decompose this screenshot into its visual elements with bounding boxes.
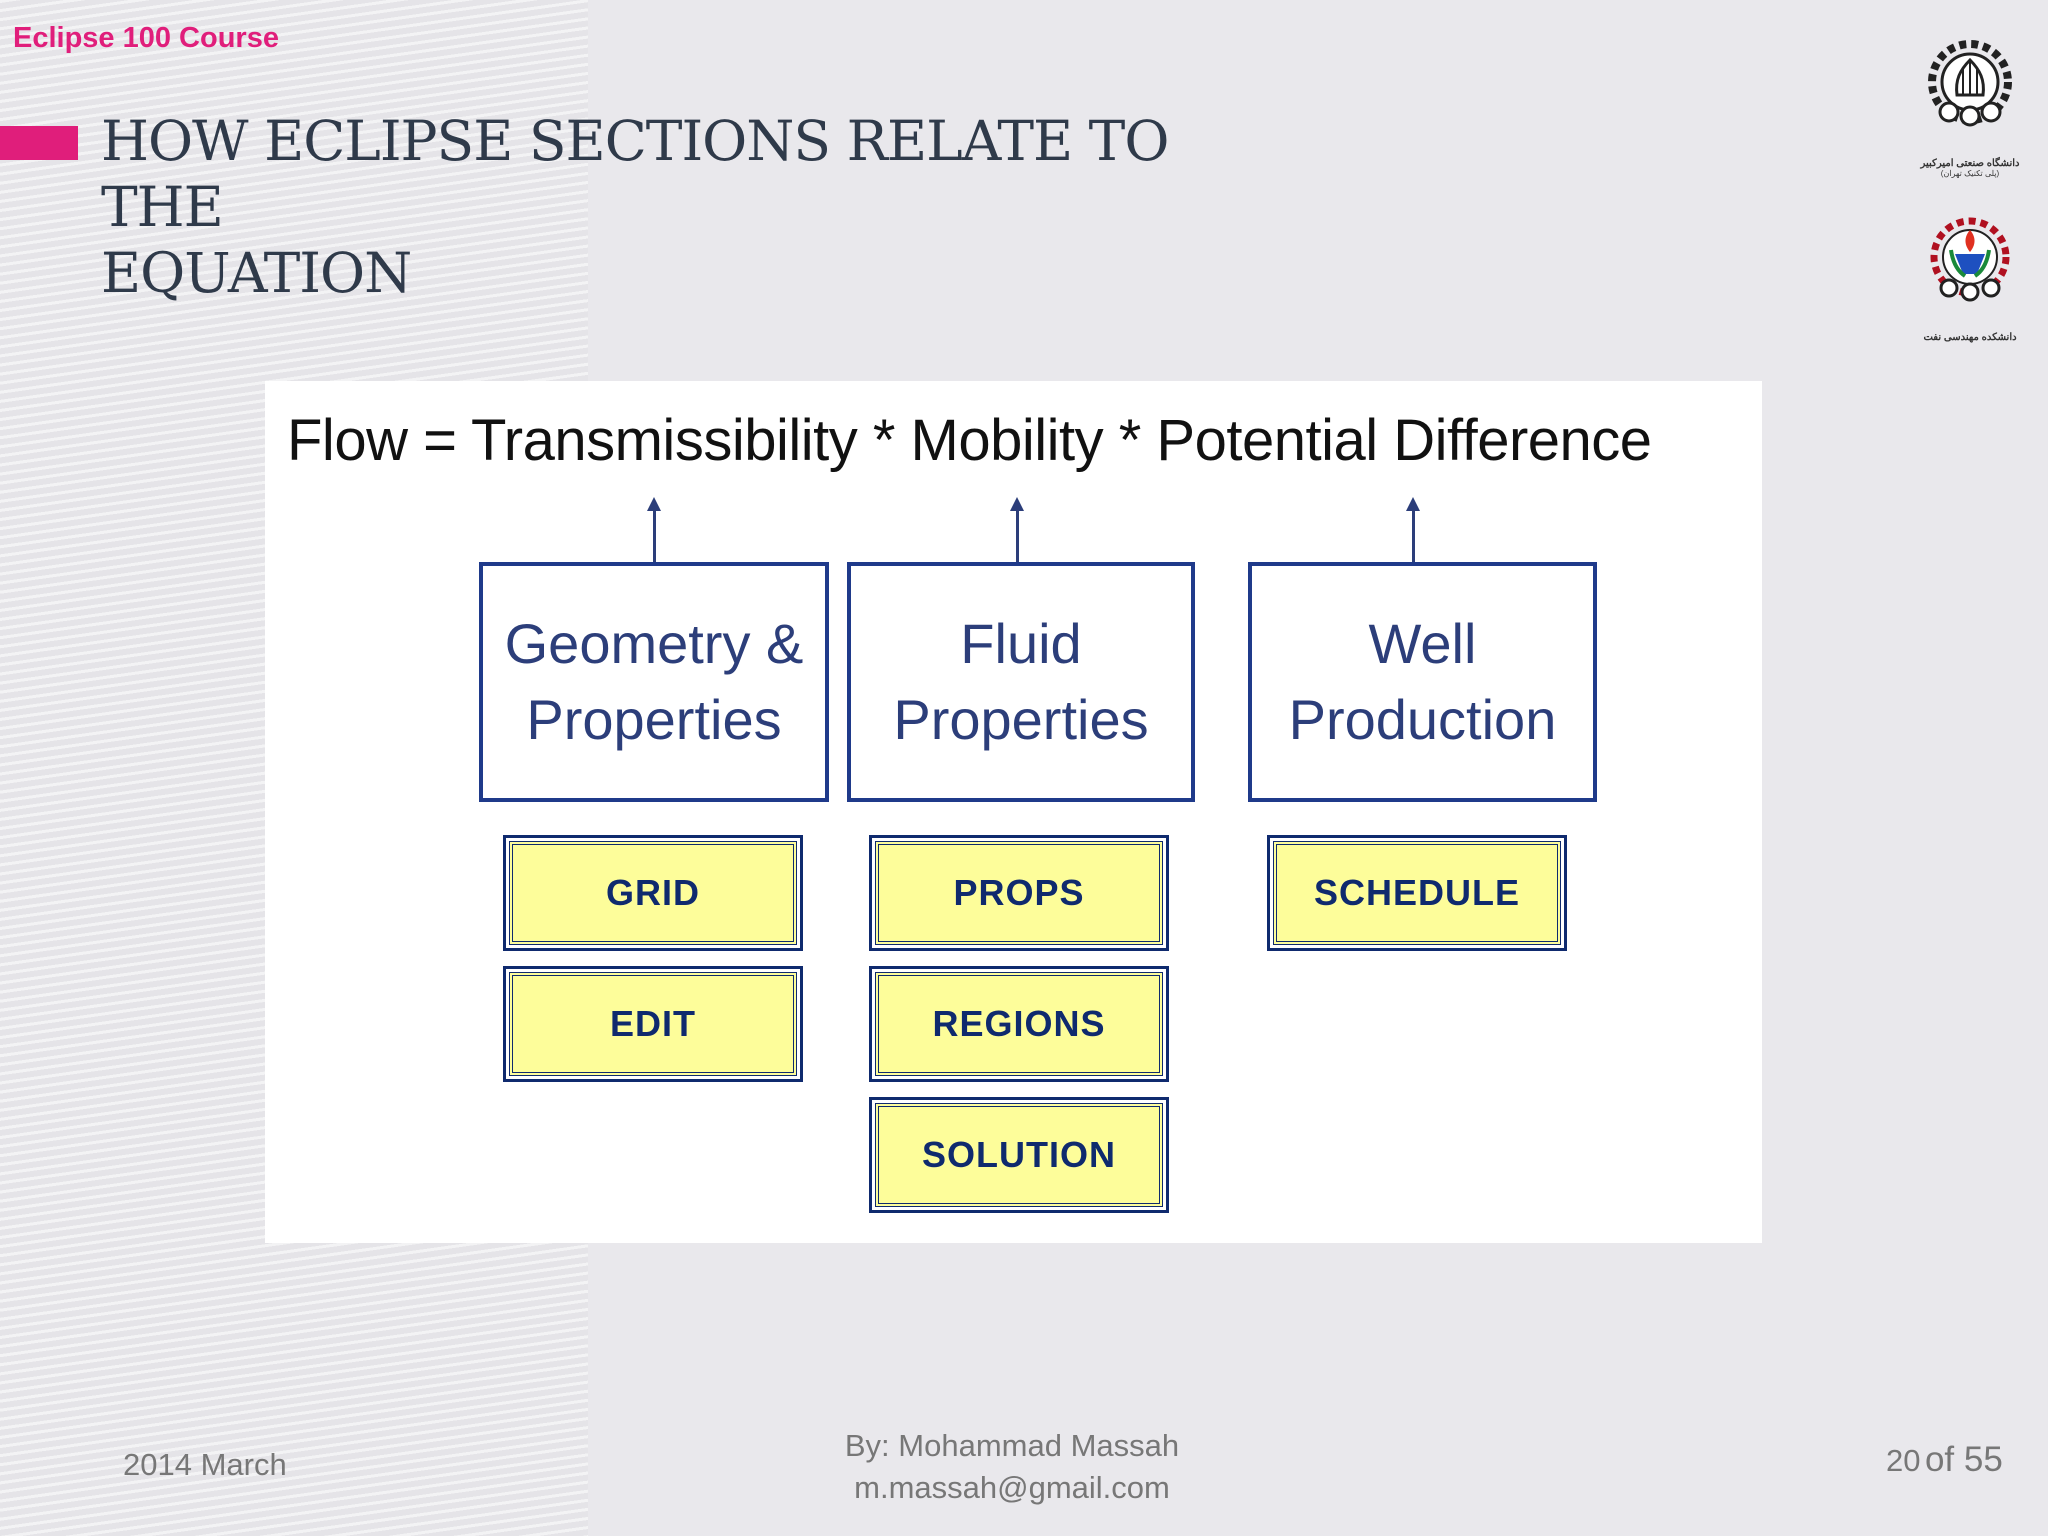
- flow-equation: Flow = Transmissibility * Mobility * Pot…: [287, 408, 1652, 473]
- university-logo-icon: [1928, 40, 2012, 127]
- course-label: Eclipse 100 Course: [13, 22, 279, 54]
- eclipse-sections-diagram: Flow = Transmissibility * Mobility * Pot…: [265, 381, 1762, 1243]
- title-accent-bar: [0, 126, 78, 160]
- keyword-edit: EDIT: [503, 966, 803, 1082]
- slide-title: HOW ECLIPSE SECTIONS RELATE TO THE EQUAT…: [101, 108, 1281, 306]
- keyword-props: PROPS: [869, 835, 1169, 951]
- arrow-well: [1406, 497, 1420, 563]
- page-number: 20: [1886, 1443, 1921, 1478]
- slide-title-line-1: HOW ECLIPSE SECTIONS RELATE TO THE: [101, 109, 1169, 239]
- faculty-caption: دانشکده مهندسی نفت: [1923, 332, 2017, 343]
- petroleum-faculty-logo-icon: [1930, 217, 2010, 302]
- university-caption-line-2: (پلی تکنیک تهران): [1940, 169, 2000, 178]
- footer-author: By: Mohammad Massah m.massah@gmail.com: [812, 1425, 1212, 1509]
- arrow-fluid: [1010, 497, 1024, 563]
- category-box-well: Well Production: [1248, 562, 1597, 802]
- author-name: By: Mohammad Massah: [844, 1428, 1180, 1463]
- keyword-grid: GRID: [503, 835, 803, 951]
- university-caption: دانشگاه صنعتی امیرکبیر (پلی تکنیک تهران): [1905, 158, 2035, 178]
- page-total: of 55: [1924, 1440, 2003, 1479]
- logos-area: دانشگاه صنعتی امیرکبیر (پلی تکنیک تهران)…: [1905, 40, 2035, 360]
- arrow-geometry: [647, 497, 661, 563]
- category-box-geometry: Geometry & Properties: [479, 562, 829, 802]
- slide-title-line-2: EQUATION: [101, 241, 412, 305]
- keyword-solution: SOLUTION: [869, 1097, 1169, 1213]
- author-email: m.massah@gmail.com: [854, 1470, 1170, 1505]
- keyword-schedule: SCHEDULE: [1267, 835, 1567, 951]
- university-caption-line-1: دانشگاه صنعتی امیرکبیر: [1920, 158, 2020, 169]
- page-indicator: 20 of 55: [1886, 1440, 2003, 1480]
- footer-date: 2014 March: [123, 1447, 287, 1482]
- category-box-fluid: Fluid Properties: [847, 562, 1195, 802]
- keyword-regions: REGIONS: [869, 966, 1169, 1082]
